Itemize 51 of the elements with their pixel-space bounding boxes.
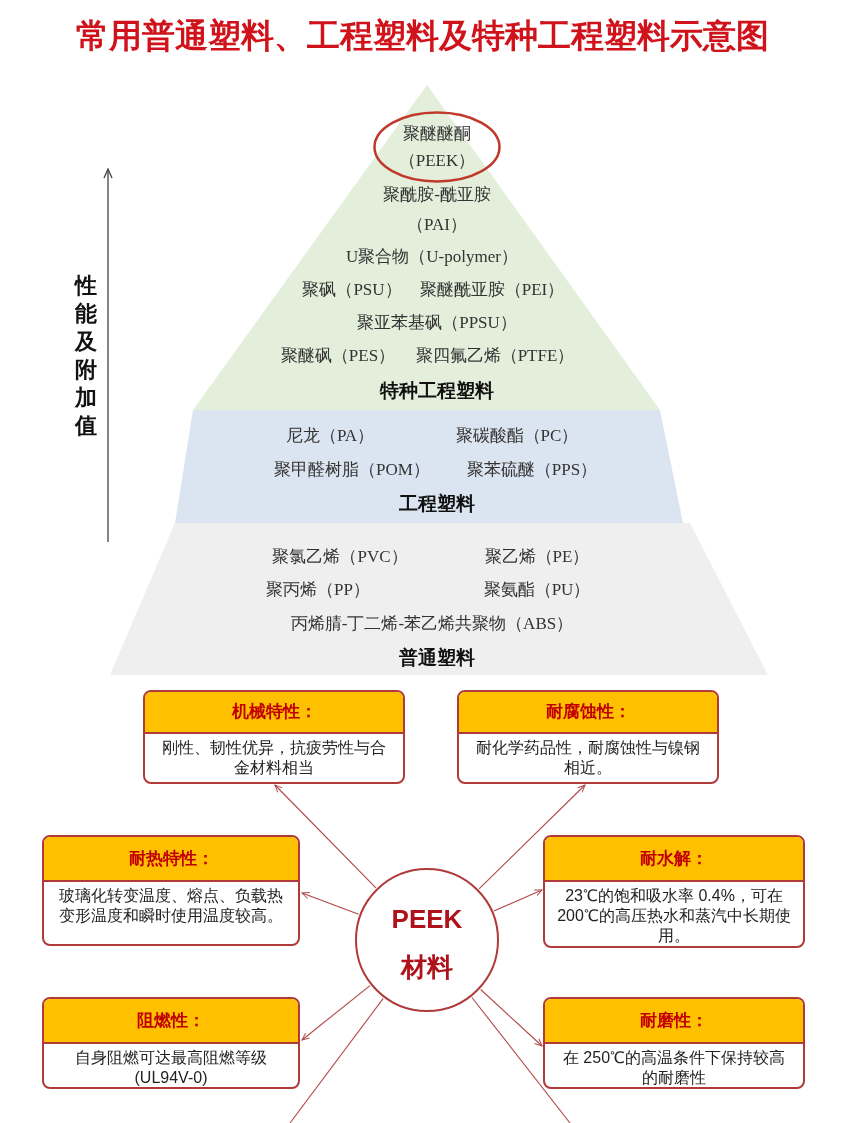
material-name: 聚氨酯（PU） xyxy=(483,580,591,600)
tier-heading: 普通塑料 xyxy=(399,646,475,670)
card-heading: 耐磨性： xyxy=(545,999,803,1044)
property-card xyxy=(543,997,805,1089)
arrow xyxy=(480,988,543,1047)
circle-label: PEEK xyxy=(391,904,463,935)
card-heading: 耐水解： xyxy=(545,837,803,882)
arrow xyxy=(274,784,377,889)
card-heading: 耐热特性： xyxy=(44,837,298,882)
property-card xyxy=(42,997,300,1089)
material-name: 聚碳酸酯（PC） xyxy=(455,426,579,446)
material-name: 聚亚苯基砜（PPSU） xyxy=(357,313,517,333)
connector-line xyxy=(289,997,384,1123)
highlight-ellipse xyxy=(373,111,501,183)
material-name: 聚醚醚酮（PEEK） xyxy=(397,123,477,172)
material-name: U聚合物（U-polymer） xyxy=(346,247,518,267)
material-name: 聚苯硫醚（PPS） xyxy=(466,460,598,480)
tier-heading: 特种工程塑料 xyxy=(380,379,494,403)
material-name: 聚丙烯（PP） xyxy=(266,580,370,600)
connector-line xyxy=(471,996,571,1123)
material-name: 聚醚酰亚胺（PEI） xyxy=(419,280,565,300)
axis-label: 性能及附加值 xyxy=(74,272,98,440)
material-name: 聚酰胺-酰亚胺（PAI） xyxy=(382,184,492,236)
material-name: 聚四氟乙烯（PTFE） xyxy=(415,346,575,366)
arrow xyxy=(301,892,360,915)
arrow xyxy=(301,985,371,1041)
card-heading: 阻燃性： xyxy=(44,999,298,1044)
card-text: 在 250℃的高温条件下保持较高的耐磨性 xyxy=(561,1048,787,1087)
card-text: 自身阻燃可达最高阻燃等级(UL94V-0) xyxy=(74,1048,268,1087)
card-text: 刚性、韧性优异，抗疲劳性与合金材料相当 xyxy=(161,738,387,778)
card-heading: 机械特性： xyxy=(145,692,403,734)
card-heading: 耐腐蚀性： xyxy=(459,692,717,734)
material-name: 尼龙（PA） xyxy=(285,426,375,446)
property-card xyxy=(543,835,805,948)
material-name: 聚醚砜（PES） xyxy=(280,346,396,366)
material-name: 聚氯乙烯（PVC） xyxy=(272,547,408,567)
material-name: 丙烯腈-丁二烯-苯乙烯共聚物（ABS） xyxy=(290,614,574,634)
tier-heading: 工程塑料 xyxy=(399,492,475,516)
title: 常用普通塑料、工程塑料及特种工程塑料示意图 xyxy=(75,16,770,56)
card-text: 23℃的饱和吸水率 0.4%，可在200℃的高压热水和蒸汽中长期使用。 xyxy=(556,886,792,946)
property-card xyxy=(457,690,719,784)
circle-label: 材料 xyxy=(401,951,453,984)
material-name: 聚甲醛树脂（POM） xyxy=(274,460,430,480)
material-name: 聚砜（PSU） xyxy=(302,280,402,300)
property-card xyxy=(42,835,300,946)
arrow xyxy=(493,889,543,912)
card-text: 玻璃化转变温度、熔点、负载热变形温度和瞬时使用温度较高。 xyxy=(58,886,284,926)
card-text: 耐化学药品性，耐腐蚀性与镍钢相近。 xyxy=(475,738,701,778)
arrow xyxy=(478,784,586,890)
material-name: 聚乙烯（PE） xyxy=(484,547,590,567)
property-card xyxy=(143,690,405,784)
